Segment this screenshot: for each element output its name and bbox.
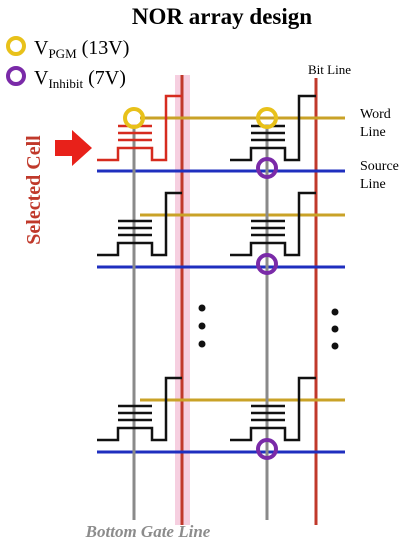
pgm-marker-icon-2 (256, 107, 278, 129)
source-line-label-1: Source (360, 159, 399, 174)
cell-channel (97, 191, 182, 257)
source-lines (97, 169, 345, 454)
cell-row1-col1 (97, 94, 182, 162)
inhibit-marker-icon (6, 66, 26, 86)
cell-channel (97, 376, 182, 442)
legend-pgm-label: VPGM (13V) (34, 37, 129, 61)
selected-cell-label: Selected Cell (23, 135, 45, 245)
source-line-label-2: Line (360, 177, 386, 192)
cell-channel (230, 376, 316, 442)
ellipsis-left (198, 304, 206, 348)
diagram-title: NOR array design (132, 4, 312, 29)
bottom-gate-line-label: Bottom Gate Line (85, 522, 211, 541)
cell-row1-col2 (230, 94, 316, 162)
bit-line-label: Bit Line (308, 62, 351, 77)
word-line-label-1: Word (360, 107, 391, 122)
pgm-marker-selected-icon (123, 107, 145, 129)
pgm-marker-icon (6, 36, 26, 56)
cell-channel (230, 94, 316, 162)
cell-row3-col2 (230, 376, 316, 442)
cell-channel (230, 191, 316, 257)
legend-inhibit-label: VInhibit (7V) (34, 67, 126, 91)
cell-row2-col2 (230, 191, 316, 257)
selected-cell-arrow-icon (55, 130, 92, 166)
inhibit-marker-icon-1 (256, 157, 278, 179)
cell-row3-col1 (97, 376, 182, 442)
ellipsis-right (331, 308, 339, 350)
legend: VPGM (13V) VInhibit (7V) (6, 36, 129, 91)
inhibit-marker-icon-2 (256, 253, 278, 275)
cell-row2-col1 (97, 191, 182, 257)
word-lines (140, 116, 345, 402)
selected-cell-channel (97, 94, 182, 162)
word-line-label-2: Line (360, 125, 386, 140)
inhibit-marker-icon-3 (256, 438, 278, 460)
